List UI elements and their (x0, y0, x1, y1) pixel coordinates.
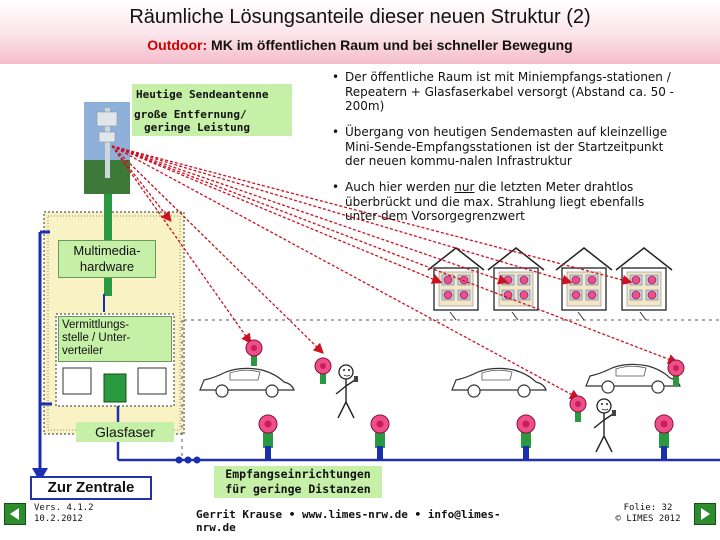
next-slide-icon (701, 508, 710, 520)
bullet-3-line3: unter dem Vorsorgegrenzwert (345, 209, 525, 223)
exchange-line3: verteiler (62, 345, 103, 357)
bullet-list: • Der öffentliche Raum ist mit Miniempfa… (332, 70, 716, 230)
bullet-3-line2: überbrückt und die max. Strahlung liegt … (345, 194, 645, 209)
radio-arrows (111, 145, 679, 400)
multimedia-line2: hardware (79, 259, 135, 274)
slide-info: Folie: 32 © LIMES 2012 (608, 503, 688, 525)
underlined-word: nur (454, 180, 475, 194)
bullet-item-2: • Übergang von heutigen Sendemasten auf … (332, 125, 668, 168)
houses (427, 247, 673, 321)
receiver-label: Empfangseinrichtungen für geringe Distan… (214, 466, 382, 498)
subtitle-text: MK im öffentlichen Raum und bei schnelle… (207, 37, 573, 53)
next-slide-button[interactable] (694, 503, 716, 525)
version-line2: 10.2.2012 (34, 514, 83, 524)
glasfaser-label: Glasfaser (76, 422, 174, 442)
subtitle-highlight: Outdoor: (147, 37, 208, 53)
fiber-joints (175, 446, 667, 464)
version-line1: Vers. 4.1.2 (34, 503, 94, 513)
cars (199, 363, 681, 398)
previous-slide-icon (10, 508, 19, 520)
exchange-label: Vermittlungs- stelle / Unter- verteiler (58, 316, 172, 362)
footer-credits: Gerrit Krause • www.limes-nrw.de • info@… (196, 508, 501, 534)
bullet-2-line2: Mini-Sende-Empfangsstationen ist der Sta… (345, 139, 664, 154)
mini-stations (245, 339, 685, 449)
antenna-tower-icon (84, 102, 130, 194)
copyright: © LIMES 2012 (615, 514, 681, 524)
antenna-label-line2: große Entfernung/ (134, 108, 247, 121)
receiver-line1: Empfangseinrichtungen (225, 467, 371, 481)
page-title: Räumliche Lösungsanteile dieser neuen St… (129, 6, 591, 28)
distribution-line (181, 319, 720, 460)
antenna-label-line1: Heutige Sendeantenne (136, 88, 269, 101)
bullet-item-1: • Der öffentliche Raum ist mit Miniempfa… (332, 70, 674, 113)
antenna-label-line3: geringe Leistung (144, 121, 250, 134)
bullet-1-line3: 200m) (345, 99, 385, 113)
exchange-line2: stelle / Unter- (62, 332, 131, 344)
version-info: Vers. 4.1.2 10.2.2012 (34, 503, 104, 525)
fiber-line (32, 230, 720, 482)
exchange-line1: Vermittlungs- (62, 319, 130, 331)
bullet-item-3: • Auch hier werden nur die letzten Meter… (332, 180, 645, 223)
receiver-line2: für geringe Distanzen (225, 482, 371, 496)
bullet-2-line3: der neuen kommu-nalen Infrastruktur (345, 154, 572, 168)
bullet-2-line1: Übergang von heutigen Sendemasten auf kl… (345, 125, 668, 139)
page-subtitle: Outdoor: MK im öffentlichen Raum und bei… (0, 37, 720, 53)
slide-number: Folie: 32 (623, 503, 673, 513)
antenna-label: Heutige Sendeantenne große Entfernung/ g… (132, 84, 292, 136)
previous-slide-button[interactable] (4, 503, 26, 525)
multimedia-hardware-label: Multimedia- hardware (58, 240, 156, 278)
bullet-1-line2: Repeatern + Glasfaserkabel versorgt (Abs… (345, 84, 674, 99)
zentrale-label: Zur Zentrale (30, 476, 152, 500)
bullet-3-line1: Auch hier werden nur die letzten Meter d… (345, 180, 634, 194)
bullet-1-line1: Der öffentliche Raum ist mit Miniempfang… (345, 70, 671, 84)
title-band (0, 0, 720, 64)
multimedia-line1: Multimedia- (73, 243, 141, 258)
